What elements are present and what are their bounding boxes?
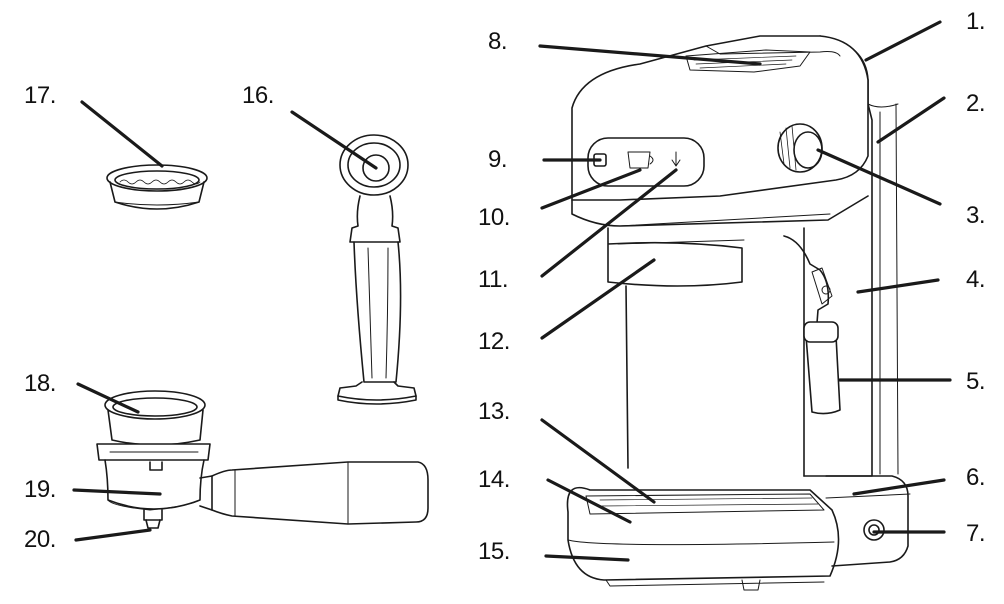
label-18: 18. <box>24 370 56 397</box>
label-20: 20. <box>24 526 56 553</box>
espresso-machine <box>566 35 911 591</box>
label-2: 2. <box>966 90 986 117</box>
portafilter <box>96 443 429 529</box>
label-4: 4. <box>966 266 986 293</box>
label-3: 3. <box>966 202 986 229</box>
label-19: 19. <box>24 476 56 503</box>
label-14: 14. <box>478 466 510 493</box>
label-1: 1. <box>966 8 986 35</box>
tamper-spoon <box>337 134 417 405</box>
leader-lines <box>72 20 952 562</box>
label-9: 9. <box>488 146 508 173</box>
label-11: 11. <box>478 266 509 293</box>
label-12: 12. <box>478 328 510 355</box>
label-10: 10. <box>478 204 510 231</box>
filter-basket-single <box>106 164 208 210</box>
label-8: 8. <box>488 28 508 55</box>
label-5: 5. <box>966 368 986 395</box>
label-16: 16. <box>242 82 274 109</box>
label-17: 17. <box>24 82 56 109</box>
label-6: 6. <box>966 464 986 491</box>
label-15: 15. <box>478 538 510 565</box>
label-7: 7. <box>966 520 986 547</box>
filter-basket-double <box>104 390 206 446</box>
label-13: 13. <box>478 398 510 425</box>
